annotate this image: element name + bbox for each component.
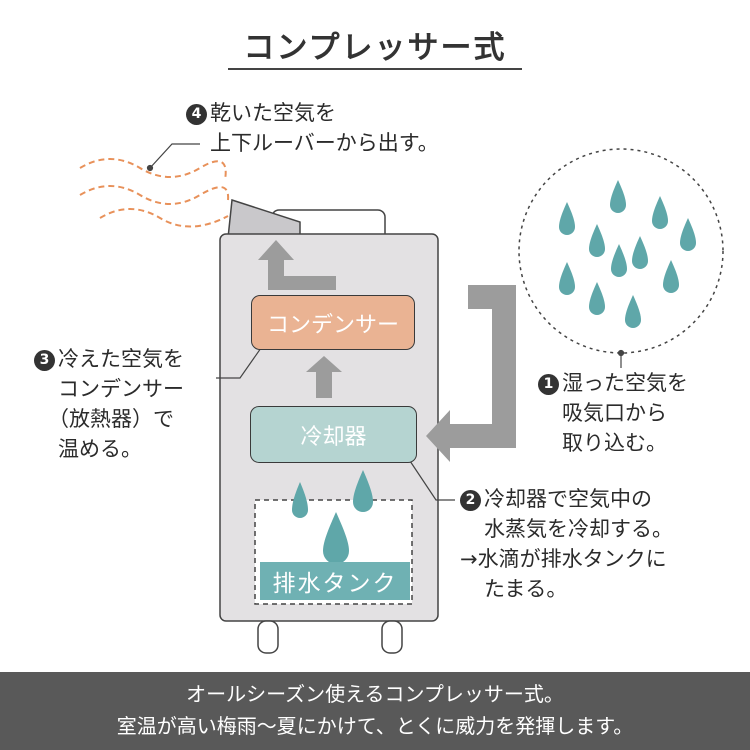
step2-line1: 冷却器で空気中の [484,487,652,511]
footer-line1: オールシーズン使えるコンプレッサー式。 [186,682,564,706]
cooler-box: 冷却器 [250,406,417,463]
step1-line2: 吸気口から [562,401,667,425]
step3-number-badge: 3 [34,350,55,371]
condenser-box: コンデンサー [251,295,415,350]
step3-line4: 温める。 [58,437,142,461]
drain-tank-label: 排水タンク [260,562,410,600]
footer-banner: オールシーズン使えるコンプレッサー式。 室温が高い梅雨〜夏にかけて、とくに威力を… [0,672,750,750]
step4-line1: 乾いた空気を [210,101,336,125]
step2-line2: 水蒸気を冷却する。 [484,517,673,541]
water-drop-icon [292,470,373,564]
unit-wheel-left [257,620,279,654]
leader-lines [146,143,625,501]
step4-line2: 上下ルーバーから出す。 [210,131,439,155]
step1-line1: 湿った空気を [562,371,688,395]
intake-arrow [426,285,516,462]
step1-number-badge: 1 [538,374,559,395]
footer-line2: 室温が高い梅雨〜夏にかけて、とくに威力を発揮します。 [116,714,634,738]
water-drop-icon [559,180,696,328]
step4-number-badge: 4 [186,104,207,125]
flow-arrow-icon [258,240,342,398]
cooler-label: 冷却器 [300,424,367,450]
step2-line4: たまる。 [484,577,568,601]
step2-line3: →水滴が排水タンクに [460,547,667,571]
condenser-label: コンデンサー [266,312,399,338]
unit-wheel-right [381,620,403,654]
step3-line3: （放熱器）で [48,407,174,431]
step1-line3: 取り込む。 [562,431,667,455]
step3-line1: 冷えた空気を [58,347,184,371]
step3-line2: コンデンサー [58,377,184,401]
unit-louver [227,199,301,239]
title-underline [228,68,522,70]
humid-air-circle [518,148,724,354]
wavy-air-icon [79,158,230,228]
step2-number-badge: 2 [460,490,481,511]
page-title: コンプレッサー式 [243,30,507,66]
